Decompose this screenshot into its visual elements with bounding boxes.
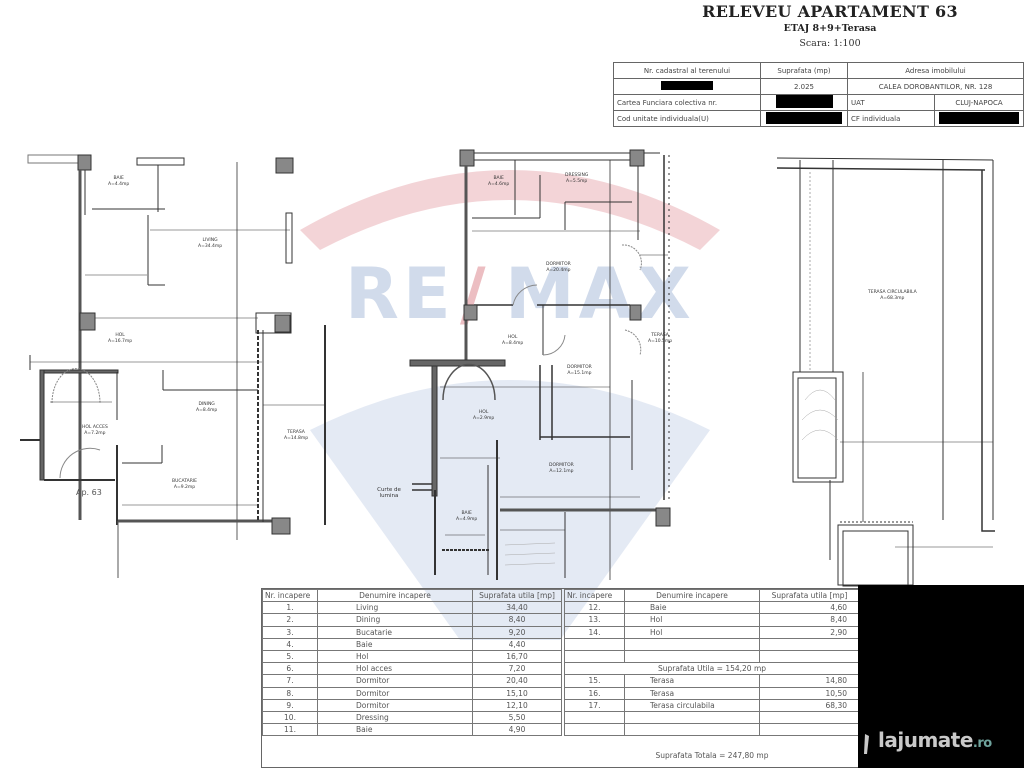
roof-plan (776, 157, 995, 587)
redaction-box (858, 585, 1024, 768)
floor8-plan (20, 154, 326, 578)
grand-total: Suprafata Totala = 247,80 mp (655, 751, 769, 760)
redacted-block (775, 95, 833, 108)
cf-individual-value (934, 110, 1024, 127)
col-header: Suprafata utila [mp] (759, 588, 860, 603)
useful-area-total: Suprafata Utila = 154,20 mp (564, 662, 860, 676)
scale-label: Scara: 1:100 (799, 38, 861, 49)
apartment-label: Ap. 63 (76, 488, 102, 497)
rooms-table-right: Nr. incapere Denumire incapere Suprafata… (564, 588, 860, 737)
col-header: Denumire incapere (317, 588, 473, 603)
property-info-table: Nr. cadastral al terenului Suprafata (mp… (613, 62, 1024, 127)
table-row (564, 710, 860, 725)
document-subtitle: ETAJ 8+9+Terasa (783, 23, 877, 34)
col-header: Denumire incapere (624, 588, 760, 603)
document-title: RELEVEU APARTAMENT 63 (702, 2, 958, 21)
rooms-table-left: Nr. incapere Denumire incapere Suprafata… (262, 588, 562, 737)
table-row (564, 649, 860, 664)
table-row (564, 723, 860, 737)
redacted-block (939, 111, 1019, 124)
redacted-block (766, 111, 842, 124)
lajumate-watermark: lajumate.ro (878, 728, 992, 752)
svg-text:MAX: MAX (505, 253, 695, 335)
col-header: Nr. incapere (564, 588, 625, 603)
cf-collective-value (760, 94, 848, 111)
svg-text:/: / (460, 253, 486, 335)
redacted-block (661, 81, 713, 90)
svg-text:RE: RE (345, 253, 455, 335)
unit-code-value (760, 110, 848, 127)
light-court-label: Curte de lumina (377, 487, 401, 499)
lajumate-logo-icon (864, 734, 869, 754)
col-header: Nr. incapere (262, 588, 318, 603)
col-header: Suprafata utila [mp] (472, 588, 562, 603)
floor-plans-drawing (20, 149, 995, 587)
table-row (564, 637, 860, 651)
floor9-plan (409, 149, 671, 580)
rooms-summary-table: Nr. incapere Denumire incapere Suprafata… (261, 588, 861, 768)
